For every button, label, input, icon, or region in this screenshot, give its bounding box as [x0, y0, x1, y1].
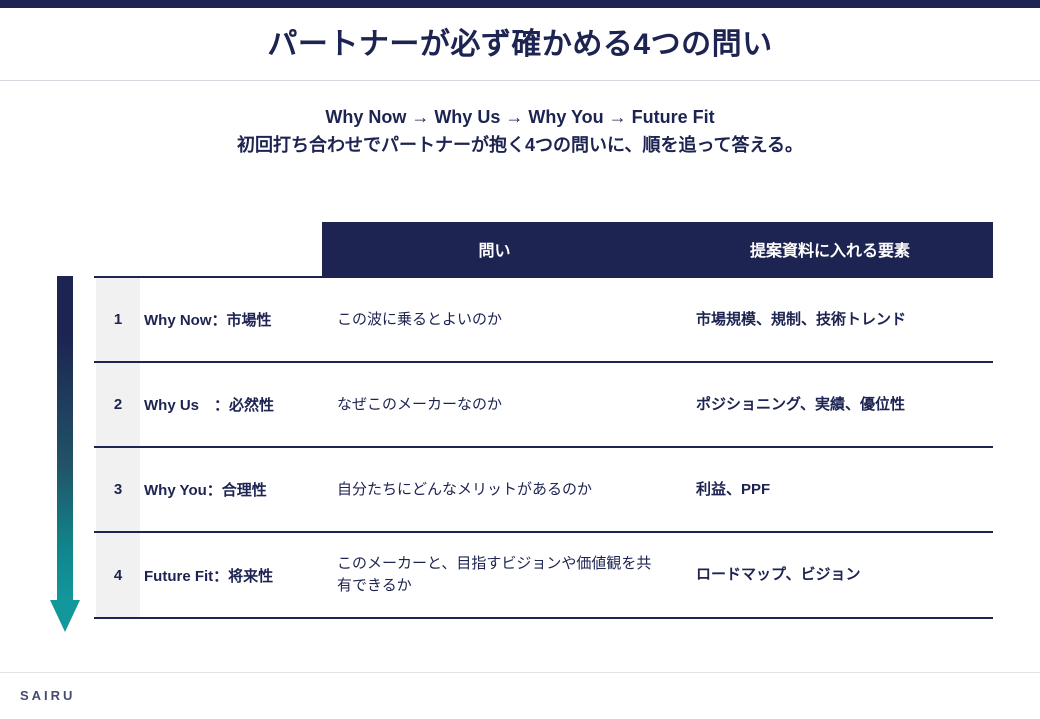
row-number: 2 [96, 363, 140, 446]
row-number: 3 [96, 448, 140, 531]
brand-logo: SAIRU [20, 688, 76, 703]
top-accent-bar [0, 0, 1040, 8]
column-header-element: 提案資料に入れる要素 [749, 243, 910, 260]
table-row: 1 Why Now：市場性 この波に乗るとよいのか 市場規模、規制、技術トレンド [94, 276, 993, 361]
row-element: ロードマップ、ビジョン [696, 566, 861, 584]
arrow-shaft [57, 276, 73, 602]
column-header-question: 問い [478, 243, 511, 260]
row-label: Why Us ：必然性 [144, 397, 275, 414]
row-element: ポジショニング、実績、優位性 [696, 395, 905, 413]
row-number: 4 [96, 533, 140, 617]
title-zone: パートナーが必ず確かめる4つの問い [0, 8, 1040, 80]
subtitle-flow-line: Why Now → Why Us → Why You → Future Fit [325, 107, 715, 127]
row-element: 利益、PPF [696, 480, 771, 498]
row-question: このメーカーと、目指すビジョンや価値観を共有できるか [337, 555, 652, 594]
table-row: 2 Why Us ：必然性 なぜこのメーカーなのか ポジショニング、実績、優位性 [94, 361, 993, 446]
row-question: なぜこのメーカーなのか [337, 395, 503, 413]
row-question: 自分たちにどんなメリットがあるのか [337, 480, 593, 498]
row-number: 1 [96, 278, 140, 361]
table-header-row: 問い 提案資料に入れる要素 [322, 222, 993, 276]
row-label: Future Fit：将来性 [144, 567, 274, 585]
table-row: 3 Why You：合理性 自分たちにどんなメリットがあるのか 利益、PPF [94, 446, 993, 531]
footer-divider [0, 672, 1040, 673]
arrow-head [50, 600, 80, 632]
page-title: パートナーが必ず確かめる4つの問い [267, 27, 773, 61]
subtitle-block: Why Now → Why Us → Why You → Future Fit … [0, 104, 1040, 160]
title-divider [0, 80, 1040, 81]
row-label: Why Now：市場性 [144, 312, 272, 329]
row-question: この波に乗るとよいのか [337, 310, 503, 328]
table-row: 4 Future Fit：将来性 このメーカーと、目指すビジョンや価値観を共有で… [94, 531, 993, 619]
row-label: Why You：合理性 [144, 482, 267, 499]
table-body: 1 Why Now：市場性 この波に乗るとよいのか 市場規模、規制、技術トレンド… [94, 276, 993, 619]
subtitle-description-line: 初回打ち合わせでパートナーが抱く4つの問いに、順を追って答える。 [236, 134, 804, 155]
row-element: 市場規模、規制、技術トレンド [696, 310, 907, 328]
downward-flow-arrow-icon [50, 276, 80, 632]
